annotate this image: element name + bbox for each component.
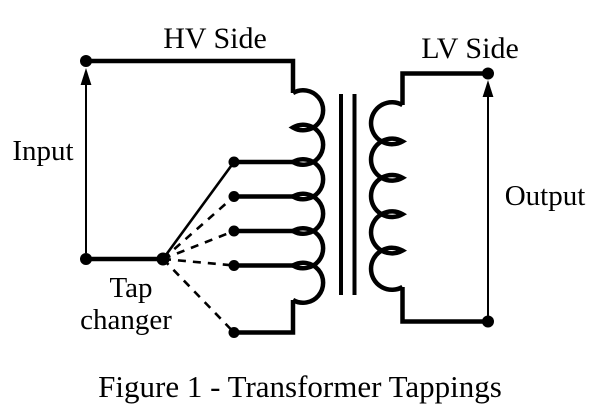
lv-bottom-wire [400,287,488,324]
tap-selector-dashed-link-2 [162,195,235,260]
lv-side-label: LV Side [421,32,519,65]
tap-changer-label-line2: changer [80,304,172,336]
tap-node-4 [228,260,240,271]
figure-caption: Figure 1 - Transformer Tappings [98,369,502,404]
input-top-terminal-node [80,55,92,67]
tap-changer-hub-node [156,252,170,266]
hv-top-wire [86,58,296,93]
input-arrowhead-icon [80,68,92,85]
tap-node-1 [228,156,240,168]
hv-bottom-wire [234,300,296,335]
output-label: Output [505,180,586,212]
hv-side-label: HV Side [163,22,267,55]
tap-selector-dashed-link-3 [162,229,235,261]
tap-selector-dashed-link-5 [162,258,235,334]
output-top-terminal-node [482,67,494,80]
tap-node-3 [228,225,240,237]
lv-top-wire [400,71,488,105]
output-arrowhead-icon [482,80,494,97]
output-bottom-terminal-node [482,315,494,328]
tap-changer-label-line1: Tap [109,272,152,304]
input-label: Input [12,135,73,167]
tap-selector-dashed-link-4 [162,257,235,267]
lv-winding-coil [368,99,408,293]
tap-node-5 [228,327,240,338]
tap-selector-solid-link [161,161,236,260]
hv-winding-coil [288,88,326,305]
input-bottom-terminal-node [80,253,92,265]
tap-node-2 [228,191,240,202]
